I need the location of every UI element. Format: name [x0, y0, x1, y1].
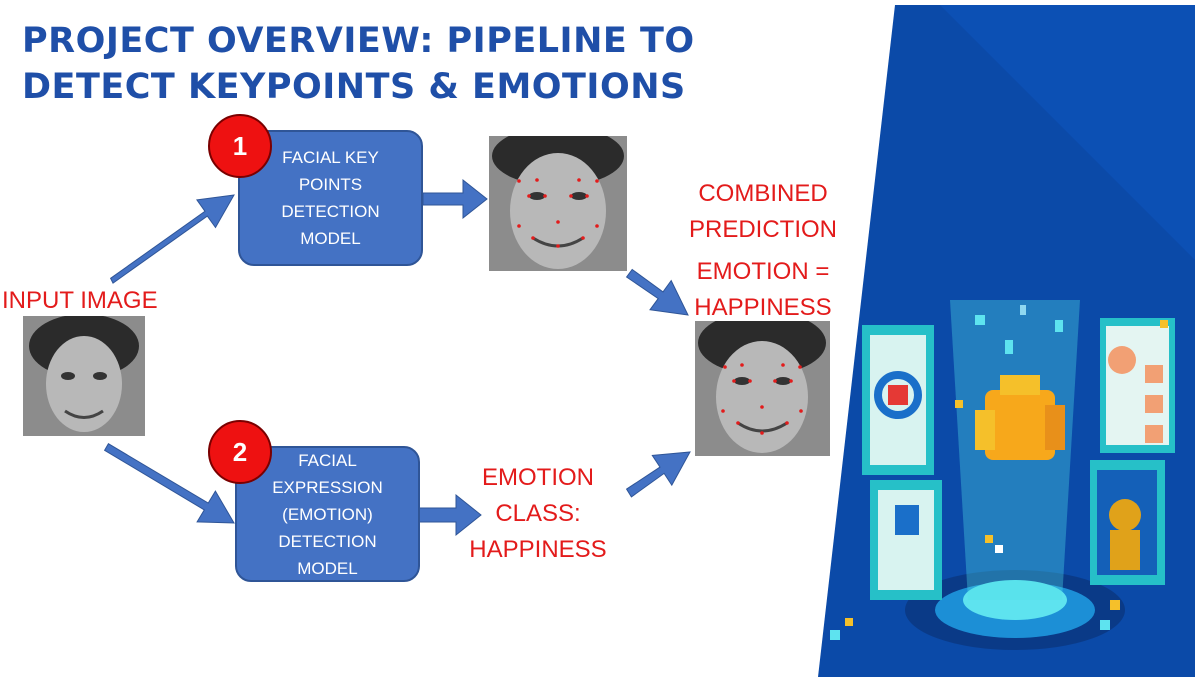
portrait-panel-icon	[1090, 460, 1165, 585]
arrow-model1-to-face	[422, 178, 488, 220]
emotion-class-line-3: HAPPINESS	[469, 536, 607, 563]
model1-line-1: FACIAL KEY	[282, 148, 379, 167]
input-image-label: INPUT IMAGE	[2, 287, 158, 314]
emotion-class-line-2: CLASS:	[495, 500, 581, 527]
title-line-2: DETECT KEYPOINTS & EMOTIONS	[22, 67, 686, 107]
arrow-face-to-combined	[625, 268, 689, 316]
input-face-image	[23, 316, 145, 436]
arrow-input-to-model2	[103, 443, 235, 524]
circuit-panel-icon	[870, 480, 942, 600]
model2-line-4: DETECTION	[278, 531, 377, 551]
combined-result-label: EMOTION = HAPPINESS	[682, 254, 844, 326]
result-line-2: HAPPINESS	[694, 294, 832, 321]
step-2-badge: 2	[208, 420, 272, 484]
arrow-emotion-to-combined	[625, 451, 691, 498]
model2-line-2: EXPRESSION	[272, 477, 383, 497]
keypoints-face-image	[489, 136, 627, 271]
model2-line-5: MODEL	[297, 558, 358, 578]
model1-line-2: POINTS	[298, 175, 363, 194]
chart-panel-icon	[862, 325, 934, 475]
step-1-badge: 1	[208, 114, 272, 178]
combined-line-1: COMBINED	[698, 180, 828, 207]
model2-line-3: (EMOTION)	[282, 504, 373, 524]
combined-face-image	[695, 321, 830, 456]
brain-icon	[975, 375, 1065, 460]
emotion-class-line-1: EMOTION	[482, 464, 594, 491]
title-line-1: PROJECT OVERVIEW: PIPELINE TO	[22, 21, 695, 61]
slide-title: PROJECT OVERVIEW: PIPELINE TO DETECT KEY…	[22, 18, 842, 110]
arrow-input-to-model1	[109, 194, 235, 284]
model1-line-3: DETECTION	[281, 202, 380, 221]
faces-panel-icon	[1100, 318, 1175, 453]
result-line-1: EMOTION =	[696, 258, 830, 285]
model1-line-4: MODEL	[300, 229, 361, 248]
model2-line-1: FACIAL	[298, 450, 357, 470]
combined-line-2: PREDICTION	[688, 216, 837, 243]
emotion-class-label: EMOTION CLASS: HAPPINESS	[458, 460, 618, 568]
combined-prediction-label: COMBINED PREDICTION	[682, 176, 844, 248]
arrow-model2-to-emotion	[417, 493, 482, 537]
